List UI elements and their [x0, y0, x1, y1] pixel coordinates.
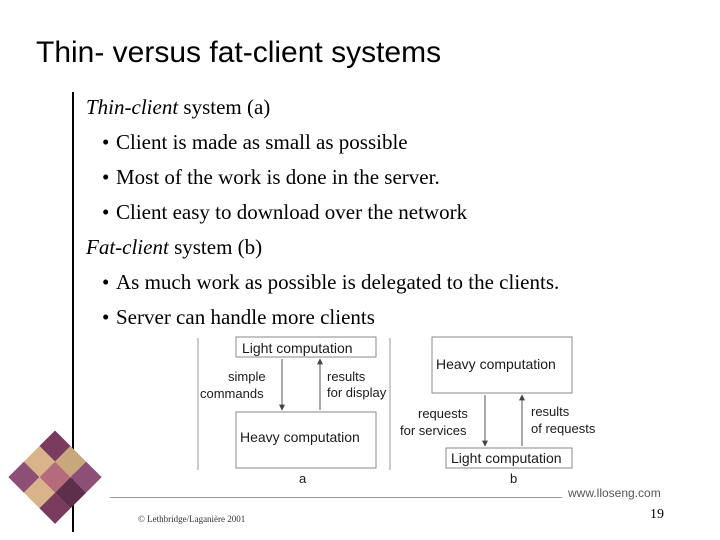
diagram-b-top-box — [431, 336, 573, 394]
diagram-b-bottom-box-label: Light computation — [451, 450, 562, 466]
diagram-b-bottom-box — [445, 447, 573, 469]
slide-title: Thin- versus fat-client systems — [36, 36, 442, 69]
bullet-text: Server can handle more clients — [116, 305, 375, 329]
diagram-a-right-label-1: results — [327, 369, 366, 384]
footer-credit: © Lethbridge/Laganière 2001 — [138, 514, 246, 524]
bullet-icon: • — [102, 270, 110, 294]
list-item: •Client easy to download over the networ… — [86, 195, 559, 230]
thin-client-rest: system (a) — [178, 95, 271, 119]
diagram-b-caption: b — [510, 471, 517, 486]
diagram-a-caption: a — [299, 471, 307, 486]
slide-body: Thin-client system (a) •Client is made a… — [86, 90, 559, 335]
quilt-logo-icon — [8, 430, 102, 524]
left-rule — [72, 92, 74, 532]
list-item: •Most of the work is done in the server. — [86, 160, 559, 195]
fat-client-rest: system (b) — [168, 235, 263, 259]
list-item: •Client is made as small as possible — [86, 125, 559, 160]
bullet-icon: • — [102, 200, 110, 224]
bullet-icon: • — [102, 165, 110, 189]
diagram-a-bottom-box — [235, 411, 377, 469]
diagram-b-right-label-1: results — [531, 404, 570, 419]
diagram-a-left-label-2: commands — [200, 386, 264, 401]
bullet-icon: • — [102, 305, 110, 329]
bullet-icon: • — [102, 130, 110, 154]
diagram-a-top-box-label: Light computation — [242, 340, 353, 356]
bullet-text: Client easy to download over the network — [116, 200, 468, 224]
diagram-a-right-label-2: for display — [327, 385, 387, 400]
bullet-text: Most of the work is done in the server. — [116, 165, 440, 189]
diagram-b-left-label-2: for services — [400, 423, 467, 438]
bullet-text: Client is made as small as possible — [116, 130, 408, 154]
diagram-a-bottom-box-label: Heavy computation — [240, 429, 360, 445]
diagram-a-left-label-1: simple — [228, 369, 266, 384]
page-number: 19 — [650, 507, 664, 522]
list-item: •As much work as possible is delegated t… — [86, 265, 559, 300]
diagram-b-left-label-1: requests — [418, 406, 468, 421]
footer-url: www.lloseng.com — [568, 486, 661, 500]
diagram-b-right-label-2: of requests — [531, 421, 596, 436]
diagram-b-top-box-label: Heavy computation — [436, 356, 556, 372]
fat-client-heading: Fat-client system (b) — [86, 230, 559, 265]
diagram-a-top-box — [235, 336, 377, 358]
bullet-text: As much work as possible is delegated to… — [116, 270, 560, 294]
footer-rule — [110, 497, 562, 498]
fat-client-lead: Fat-client — [86, 235, 169, 259]
thin-client-heading: Thin-client system (a) — [86, 90, 559, 125]
list-item: •Server can handle more clients — [86, 300, 559, 335]
thin-client-lead: Thin-client — [86, 95, 179, 119]
